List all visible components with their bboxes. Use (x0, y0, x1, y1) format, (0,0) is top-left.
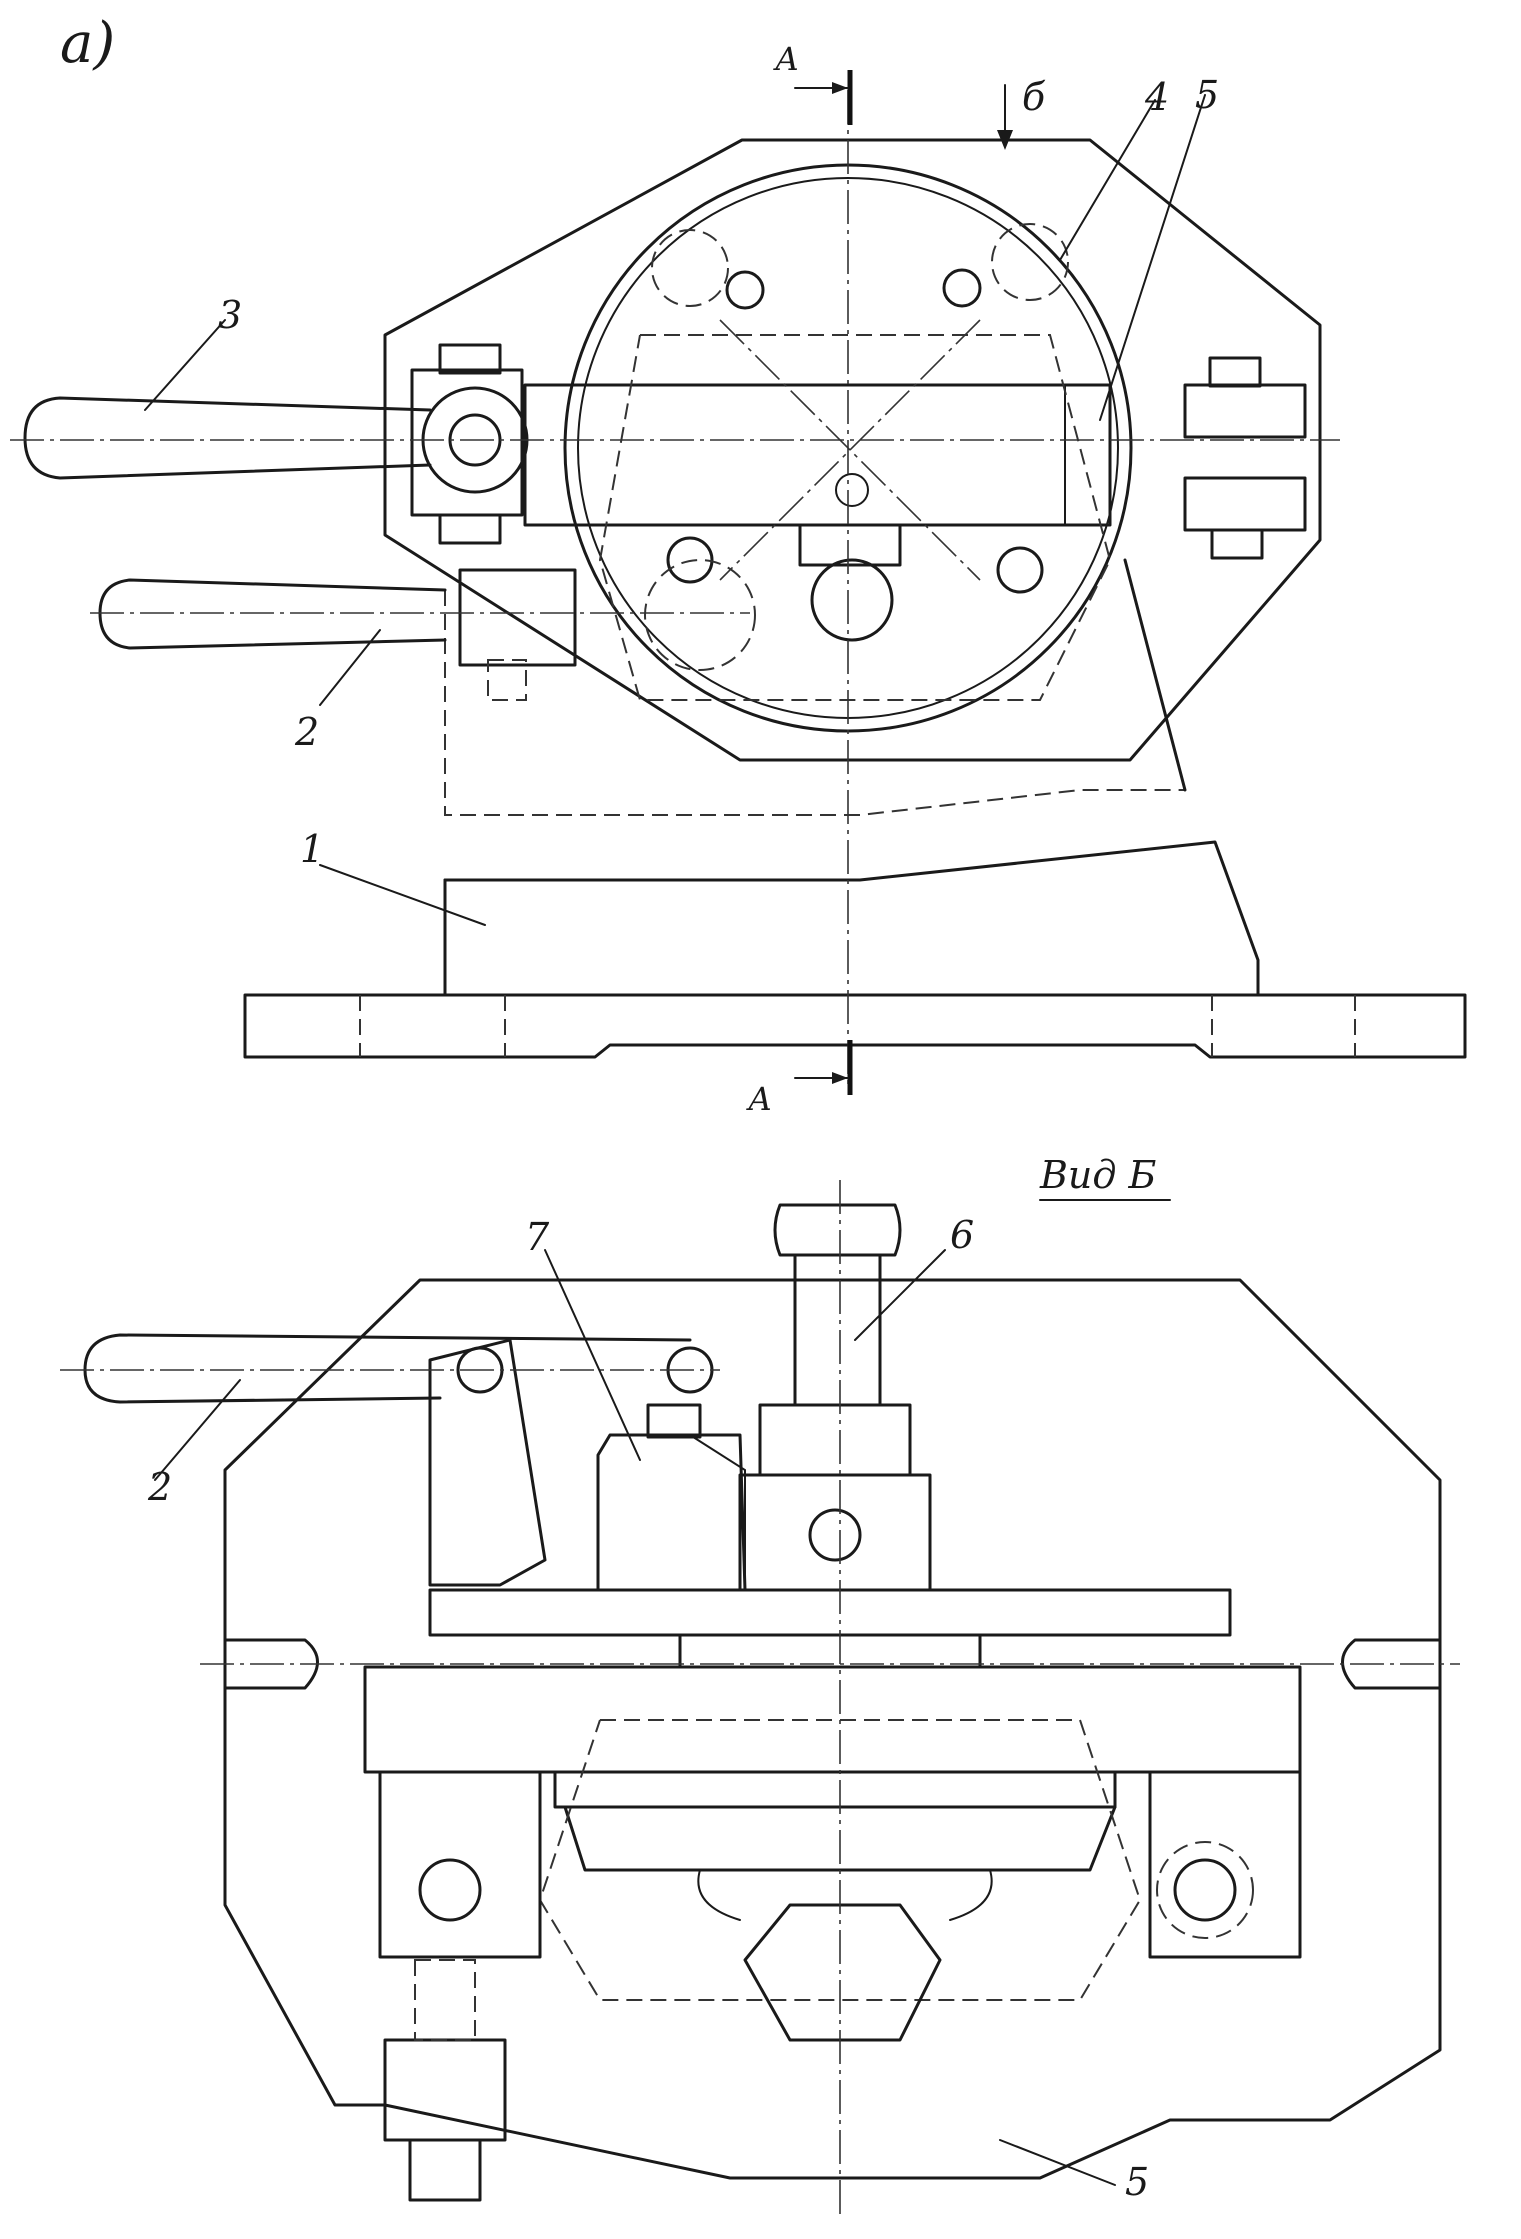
section-mark-bottom: А (746, 1080, 772, 1118)
top-view (10, 70, 1467, 1095)
bracket-side-edge (1123, 558, 1187, 792)
bracket-hidden-outline (444, 590, 1185, 816)
table-center-hole (835, 473, 869, 507)
leader-1 (319, 864, 486, 926)
table-screw-1 (725, 270, 765, 310)
view-b-lower-plate (553, 1770, 1117, 1809)
handle-3 (23, 396, 432, 480)
table-center-pin (810, 558, 894, 642)
view-b-right-pivot (1173, 1858, 1237, 1922)
table-hidden-boss-3 (644, 559, 756, 671)
leader-2-view-b (154, 1379, 241, 1481)
block-7 (596, 1433, 747, 1592)
part-6-body (738, 1473, 932, 1592)
view-b-bottom-screw-body (383, 2038, 507, 2142)
view-b-upper-plate (428, 1588, 1232, 1637)
callout-5-top: 5 (1195, 73, 1219, 117)
block-7-top-step (689, 1434, 746, 1591)
view-b-title: Вид Б (1039, 1153, 1157, 1197)
part-6-nut (758, 1403, 912, 1477)
section-arrow-bottom-head (832, 1072, 848, 1084)
leader-4 (1059, 99, 1156, 261)
table-hidden-boss-2 (991, 223, 1069, 301)
handle-2-hub (458, 568, 577, 667)
view-b-pin-block (646, 1403, 702, 1439)
table-hidden-square (598, 334, 1112, 701)
table-diagonal-2 (719, 319, 981, 581)
callout-2-top: 2 (294, 710, 319, 754)
callout-5-view-b: 5 (1125, 2160, 1149, 2204)
view-b-cavity-outline (697, 1869, 993, 1921)
view-b (60, 1180, 1460, 2215)
callout-7: 7 (525, 1215, 550, 1259)
octagonal-body-plate (383, 138, 1322, 762)
view-arrow-label: б (1022, 75, 1046, 119)
leader-6 (854, 1249, 946, 1341)
upright-body (443, 840, 1260, 997)
base-plate (243, 993, 1467, 1059)
handle-2-top (98, 578, 447, 650)
view-b-right-arm (1148, 1770, 1302, 1959)
table-screw-2 (942, 268, 982, 308)
view-b-left-slot (223, 1638, 319, 1690)
view-b-lever-link (428, 1338, 547, 1587)
view-b-main-plate (363, 1665, 1302, 1774)
part-6-stem (793, 1253, 882, 1407)
view-b-trapezoid-body (563, 1805, 1117, 1872)
leader-2-top (319, 629, 381, 706)
view-b-left-pivot (418, 1858, 482, 1922)
panel-label: а) (60, 11, 115, 76)
table-center-boss (798, 523, 902, 567)
table-screw-4 (996, 546, 1044, 594)
view-b-hex-workpiece (743, 1903, 942, 2042)
clamp-bar (523, 383, 1112, 527)
section-arrow-top-head (832, 82, 848, 94)
view-b-plate-boss (678, 1633, 982, 1669)
clamp-right-nut-top (1208, 356, 1262, 388)
view-arrow-head (997, 130, 1013, 150)
view-b-right-slot (1341, 1638, 1442, 1690)
callout-4: 4 (1144, 75, 1169, 119)
leader-3 (144, 319, 226, 411)
view-b-body-outline (223, 1278, 1442, 2180)
callout-1: 1 (300, 827, 324, 871)
part-6-handle-cap (773, 1203, 902, 1257)
view-b-left-arm (378, 1770, 542, 1959)
view-b-bottom-screw-tip (408, 2138, 482, 2202)
handle-2-pin (487, 659, 527, 701)
clamp-left-nut-bottom (438, 513, 502, 545)
view-b-right-pivot-hidden (1156, 1841, 1254, 1939)
clamp-left-nut-top (438, 343, 502, 375)
table-screw-3 (666, 536, 714, 584)
callout-3: 3 (218, 293, 242, 337)
table-hidden-boss-1 (651, 229, 729, 307)
clamp-left-block (410, 368, 524, 517)
callout-2-view-b: 2 (147, 1465, 172, 1509)
part-6-pin (808, 1508, 862, 1562)
clamp-right-block-bottom (1183, 476, 1307, 532)
view-b-bottom-screw-upper (414, 1959, 476, 2041)
clamp-right-nut-bottom (1210, 528, 1264, 560)
leader-5-view-b (999, 2139, 1116, 2186)
leader-7 (544, 1249, 641, 1461)
clamp-right-block-top (1183, 383, 1307, 439)
callout-6: 6 (950, 1213, 974, 1257)
section-mark-top: А (773, 40, 799, 78)
leader-5-top (1099, 94, 1206, 421)
